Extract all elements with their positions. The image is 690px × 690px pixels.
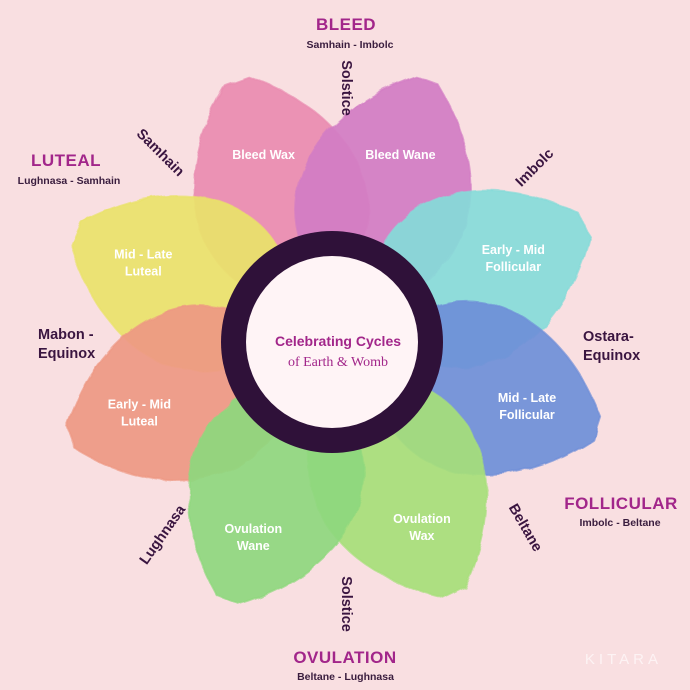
petal-label-early-mid-follicular-line1: Early - Mid xyxy=(482,243,545,257)
petal-label-ovulation-wane-line1: Ovulation xyxy=(224,522,282,536)
ostara-label-line1: Ostara- xyxy=(583,329,634,345)
petal-label-early-mid-follicular-line2: Follicular xyxy=(486,260,542,274)
petal-label-early-mid-luteal-line1: Early - Mid xyxy=(108,398,171,412)
ovulation-title: OVULATION xyxy=(293,648,397,667)
solstice-top-label: Solstice xyxy=(338,60,354,116)
luteal-title: LUTEAL xyxy=(30,151,102,170)
petal-label-early-mid-luteal-line2: Luteal xyxy=(121,415,158,429)
center-title: Celebrating Cycles xyxy=(275,333,401,349)
petal-label-bleed-wane-line1: Bleed Wane xyxy=(365,148,435,162)
mabon-label-line2: Equinox xyxy=(38,346,96,362)
bleed-title: BLEED xyxy=(315,15,377,34)
ostara-label: Ostara- Equinox xyxy=(583,328,640,366)
ostara-label-line2: Equinox xyxy=(583,348,641,364)
brand-logo: KITARA xyxy=(584,651,662,668)
petal-label-ovulation-wax-line1: Ovulation xyxy=(393,512,451,526)
bleed-range: Samhain - Imbolc xyxy=(306,39,394,51)
follicular-range: Imbolc - Beltane xyxy=(579,517,661,529)
petal-label-mid-late-follicular-line2: Follicular xyxy=(499,408,555,422)
petal-label-ovulation-wane-line2: Wane xyxy=(237,539,270,553)
follicular-title: FOLLICULAR xyxy=(564,494,678,513)
petal-label-mid-late-luteal-line2: Luteal xyxy=(125,264,162,278)
solstice-bottom-label: Solstice xyxy=(338,576,354,632)
luteal-range: Lughnasa - Samhain xyxy=(17,175,121,187)
mabon-label-line1: Mabon - xyxy=(38,327,94,343)
petal-label-ovulation-wax-line2: Wax xyxy=(409,529,434,543)
petal-label-bleed-wax-line1: Bleed Wax xyxy=(232,148,295,162)
petal-label-mid-late-luteal-line1: Mid - Late xyxy=(114,247,172,261)
petal-label-mid-late-follicular-line1: Mid - Late xyxy=(498,391,556,405)
center-subtitle: of Earth & Womb xyxy=(288,355,388,370)
ovulation-range: Beltane - Lughnasa xyxy=(297,671,394,683)
center-disc xyxy=(246,256,418,428)
mabon-label: Mabon - Equinox xyxy=(38,326,95,364)
